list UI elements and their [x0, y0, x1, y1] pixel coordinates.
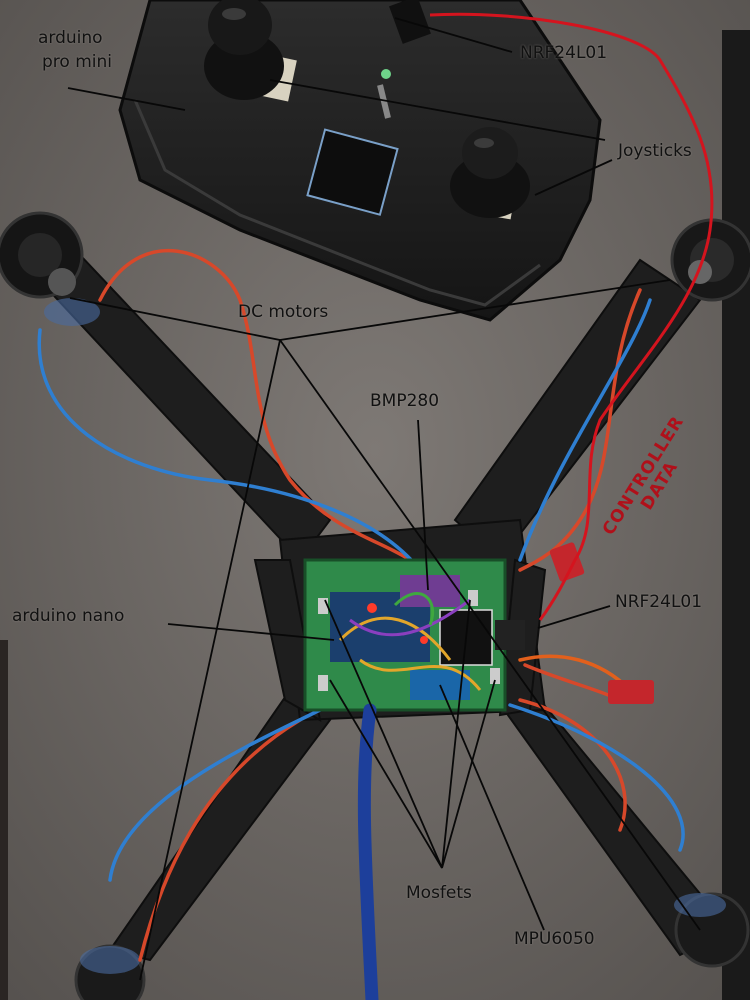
mosfet-2	[318, 675, 328, 691]
nrf-antenna	[495, 620, 525, 650]
status-led	[381, 69, 391, 79]
toggle-switch	[377, 84, 391, 119]
antenna	[389, 0, 431, 44]
label-nrf24l01-drone: NRF24L01	[615, 592, 703, 612]
label-bmp280: BMP280	[370, 391, 440, 411]
label-nrf24l01-controller: NRF24L01	[520, 43, 608, 63]
label-arduino-pro-mini-line2: pro mini	[42, 52, 112, 72]
nano-led	[367, 603, 377, 613]
battery-connector-2	[549, 542, 585, 582]
mosfet-4	[490, 668, 500, 684]
label-mpu6050: MPU6050	[514, 929, 595, 949]
usb-cable	[357, 703, 379, 1000]
motor-rear-right	[674, 892, 750, 968]
perfboard	[303, 558, 525, 712]
motor-front-right	[670, 218, 750, 302]
joystick-right	[450, 127, 530, 220]
label-joysticks: Joysticks	[618, 141, 692, 161]
joystick-left	[204, 0, 297, 102]
mosfet-3	[468, 590, 478, 606]
label-arduino-nano: arduino nano	[12, 606, 125, 626]
battery-connector	[608, 680, 654, 704]
nano-led-2	[420, 636, 428, 644]
motor-front-left	[0, 211, 100, 326]
mosfet-1	[318, 598, 328, 614]
annotation-lines	[67, 17, 701, 981]
usb-cutout	[306, 128, 399, 216]
motor-rear-left	[74, 944, 146, 1000]
label-dc-motors: DC motors	[238, 302, 329, 322]
label-mosfets: Mosfets	[406, 883, 472, 903]
edge-rail	[722, 30, 750, 1000]
edge-strip-left	[0, 640, 8, 1000]
controller-data-link	[429, 12, 714, 621]
label-arduino-pro-mini-line1: arduino	[38, 28, 103, 48]
